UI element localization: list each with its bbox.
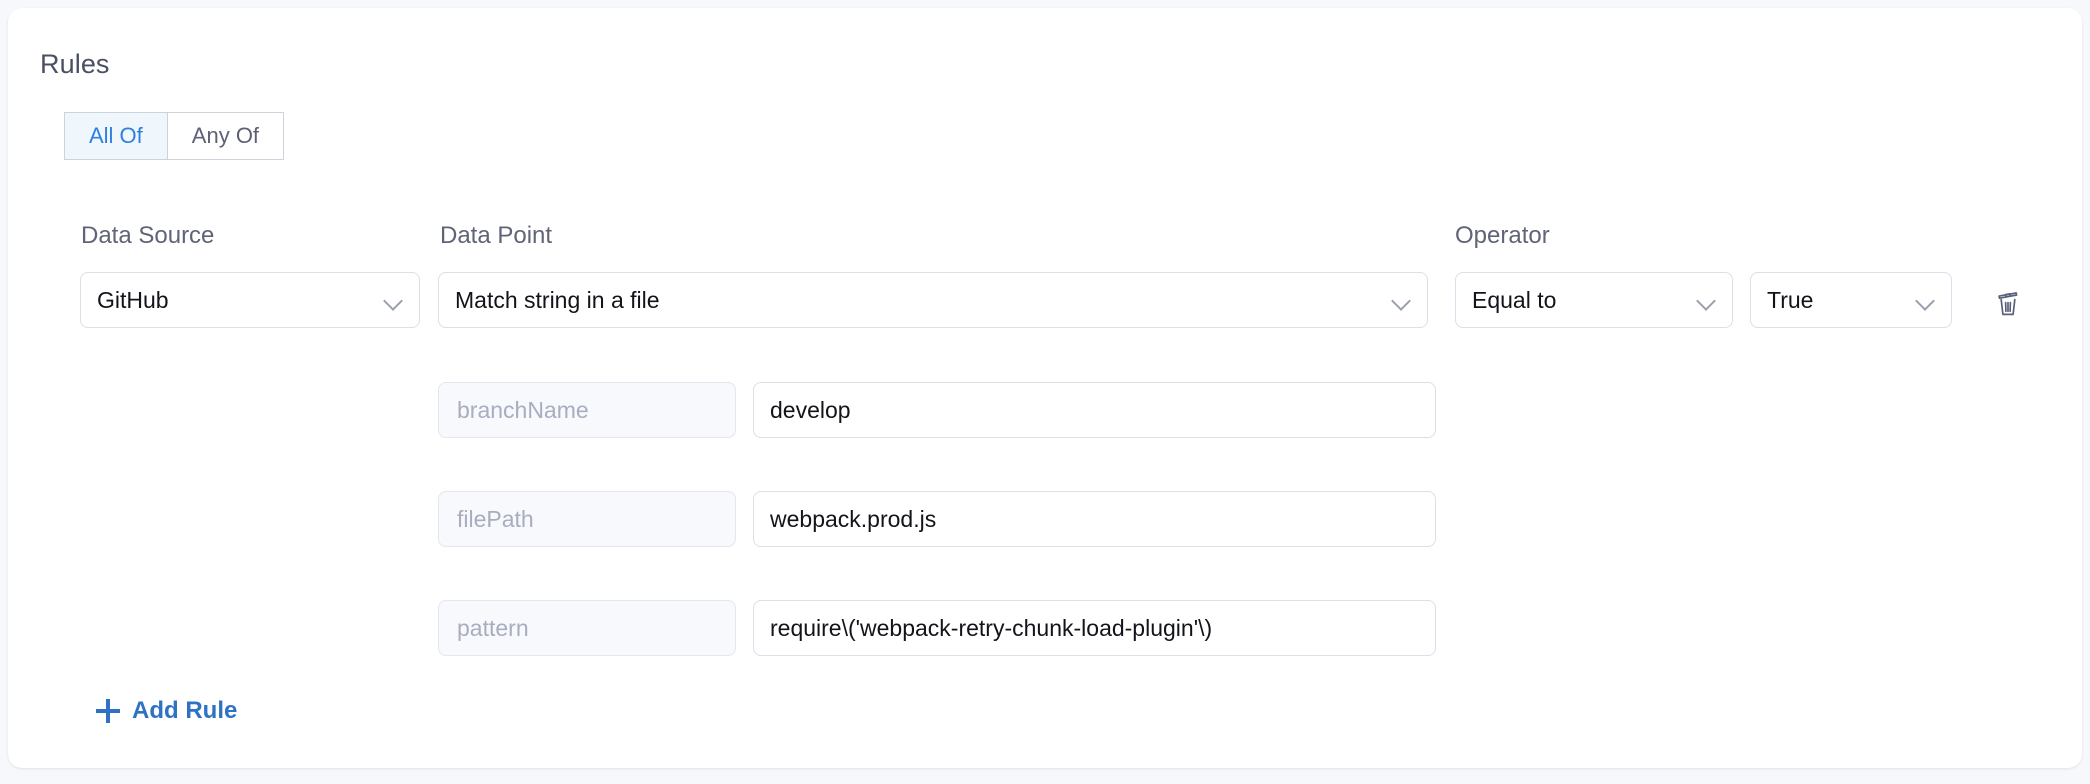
data-source-select[interactable]: GitHub xyxy=(80,272,420,328)
column-label-operator: Operator xyxy=(1455,222,1550,249)
toggle-all-of[interactable]: All Of xyxy=(64,112,168,160)
page-title: Rules xyxy=(40,49,110,79)
trash-icon xyxy=(1998,292,2018,316)
chevron-down-icon xyxy=(1915,290,1935,310)
parameter-value-input[interactable]: require\('webpack-retry-chunk-load-plugi… xyxy=(753,600,1436,656)
chevron-down-icon xyxy=(1391,290,1411,310)
add-rule-label: Add Rule xyxy=(132,697,238,724)
chevron-down-icon xyxy=(383,290,403,310)
parameter-key-field: filePath xyxy=(438,491,736,547)
toggle-any-of[interactable]: Any Of xyxy=(167,112,285,160)
parameter-row: branchName develop xyxy=(8,382,2082,438)
comparison-value: True xyxy=(1767,286,1814,313)
delete-rule-button[interactable] xyxy=(1986,284,2030,324)
data-point-select[interactable]: Match string in a file xyxy=(438,272,1428,328)
operator-select[interactable]: Equal to xyxy=(1455,272,1733,328)
chevron-down-icon xyxy=(1696,290,1716,310)
data-source-value: GitHub xyxy=(97,286,169,313)
add-rule-button[interactable]: Add Rule xyxy=(96,699,237,723)
parameter-key-field: pattern xyxy=(438,600,736,656)
parameter-value-input[interactable]: develop xyxy=(753,382,1436,438)
parameter-key-field: branchName xyxy=(438,382,736,438)
column-label-data-point: Data Point xyxy=(440,222,553,249)
parameter-row: pattern require\('webpack-retry-chunk-lo… xyxy=(8,600,2082,656)
plus-icon xyxy=(96,699,120,723)
match-mode-toggle[interactable]: All Of Any Of xyxy=(64,112,285,160)
comparison-value-select[interactable]: True xyxy=(1750,272,1952,328)
data-point-value: Match string in a file xyxy=(455,286,660,313)
parameter-value-input[interactable]: webpack.prod.js xyxy=(753,491,1436,547)
rules-card: Rules All Of Any Of Data Source Data Poi… xyxy=(8,8,2082,768)
column-label-data-source: Data Source xyxy=(81,222,215,249)
operator-value: Equal to xyxy=(1472,286,1557,313)
parameter-row: filePath webpack.prod.js xyxy=(8,491,2082,547)
